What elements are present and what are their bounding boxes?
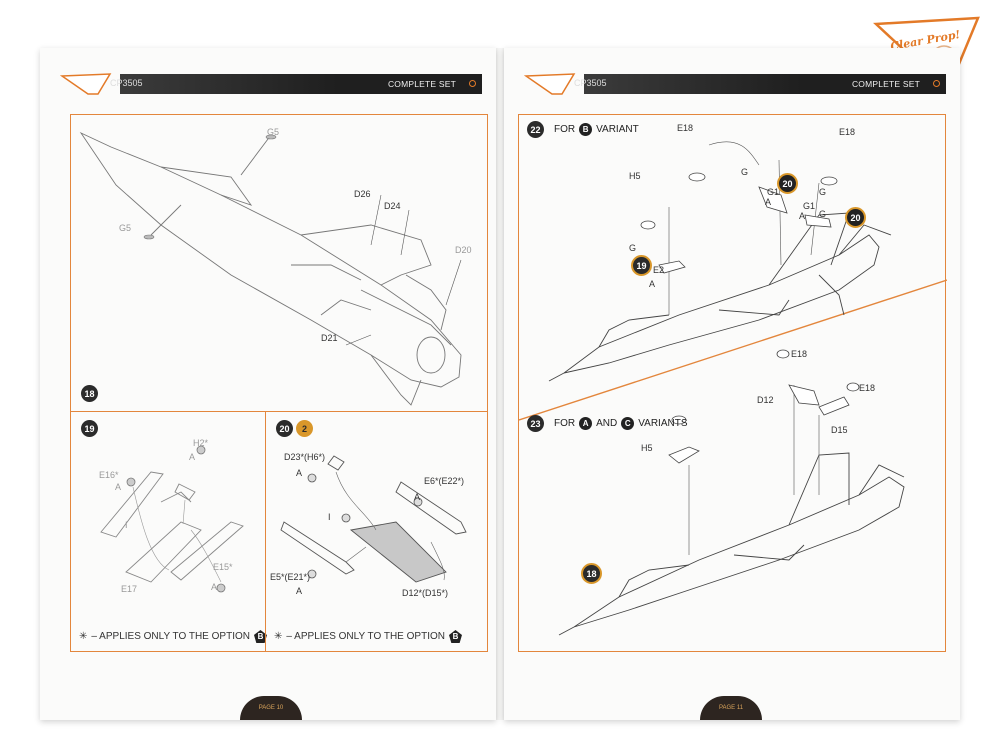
part-label: H5	[641, 443, 653, 453]
ref-step: 18	[581, 563, 602, 584]
part-label: A	[211, 582, 218, 592]
step-number: 19	[81, 420, 98, 437]
left-page: CP3505 COMPLETE SET	[40, 48, 496, 720]
part-label: G	[629, 243, 637, 253]
part-label: A	[296, 468, 303, 478]
part-label: D12	[757, 395, 774, 405]
header-logo-icon	[60, 73, 112, 95]
part-label: I	[125, 520, 128, 530]
part-label: H5	[629, 171, 641, 181]
step-23-heading: 23 FOR A AND C VARIANTS	[527, 415, 688, 432]
part-label: A	[765, 197, 772, 207]
step-number: 23	[527, 415, 544, 432]
header-dot-icon	[469, 80, 476, 87]
part-label: A	[115, 482, 122, 492]
asterisk-icon: ✳	[79, 631, 88, 642]
part-label: D23*(H6*)	[284, 452, 326, 462]
ref-step: 19	[631, 255, 652, 276]
kit-code: CP3505	[574, 78, 607, 88]
ref-step: 20	[845, 207, 866, 228]
page-number: PAGE 11	[700, 696, 762, 720]
header-dot-icon	[933, 80, 940, 87]
kit-code: CP3505	[110, 78, 143, 88]
set-name: COMPLETE SET	[387, 79, 456, 89]
part-label: G	[819, 209, 827, 219]
part-label: A	[799, 211, 806, 221]
part-label: D12*(D15*)	[402, 588, 449, 598]
part-label: E18	[859, 383, 876, 393]
and-label: AND	[596, 418, 618, 429]
part-label: E18	[839, 127, 856, 137]
part-label: E18	[791, 349, 808, 359]
part-label: D15	[831, 425, 848, 435]
variant-label: VARIANT	[596, 124, 639, 135]
set-name: COMPLETE SET	[851, 79, 920, 89]
part-label: E6*(E22*)	[424, 476, 465, 486]
part-label: D21	[321, 333, 338, 343]
step-20-panel: 20 2 D23*(H6*) A E6*(E22*) A I E5*(E21*)…	[265, 411, 488, 652]
for-label: FOR	[554, 418, 576, 429]
part-label: I	[328, 512, 331, 522]
variant-badge: B	[579, 123, 593, 136]
step-number: 18	[81, 385, 98, 402]
ref-step: 20	[777, 173, 798, 194]
step-number: 20	[276, 420, 293, 437]
part-label: G1	[803, 201, 816, 211]
part-label: G5	[267, 127, 280, 137]
step-divider	[519, 279, 947, 421]
part-label: A	[414, 492, 421, 502]
option-badge: B	[253, 630, 267, 643]
step-19-panel: 19 H2* A E16* A I E15* A E17 ✳ – APPLIES…	[70, 411, 267, 652]
part-label: G	[819, 187, 827, 197]
right-page: CP3505 COMPLETE SET	[504, 48, 960, 720]
part-label: H2*	[193, 438, 209, 448]
page-number: PAGE 10	[240, 696, 302, 720]
part-label: A	[649, 279, 656, 289]
part-label: G5	[119, 223, 132, 233]
step-18-panel: G5 G5 D26 D24 D20 D21 18	[70, 114, 488, 412]
variant-badge: A	[579, 417, 593, 430]
variant-label: VARIANTS	[638, 418, 688, 429]
aircraft-fuselage-drawing	[79, 131, 462, 406]
part-label: G1	[767, 187, 780, 197]
steps-22-23-panel: 22 FOR B VARIANT E18 E18 H5 G G G1 A G1 …	[518, 114, 947, 652]
part-label: A	[189, 452, 196, 462]
part-label: E2	[653, 265, 665, 275]
part-label: D20	[455, 245, 472, 255]
pylon-parts-drawing	[280, 455, 467, 583]
step-badge: 2	[296, 420, 313, 437]
asterisk-icon: ✳	[274, 631, 283, 642]
step-22-heading: 22 FOR B VARIANT	[527, 121, 639, 138]
page-header: CP3505 COMPLETE SET	[504, 74, 960, 94]
part-label: A	[296, 586, 303, 596]
wing-parts-drawing	[100, 445, 244, 593]
page-header: CP3505 COMPLETE SET	[40, 74, 496, 94]
note-text: – APPLIES ONLY TO THE OPTION	[286, 631, 445, 642]
option-note: ✳ – APPLIES ONLY TO THE OPTION B	[274, 630, 462, 643]
header-logo-icon	[524, 73, 576, 95]
note-text: – APPLIES ONLY TO THE OPTION	[91, 631, 250, 642]
part-label: E16*	[99, 470, 119, 480]
part-label: G	[741, 167, 749, 177]
part-label: E5*(E21*)	[270, 572, 311, 582]
for-label: FOR	[554, 124, 576, 135]
variant-badge: C	[621, 417, 635, 430]
part-label: D26	[354, 189, 371, 199]
part-label: E17	[121, 584, 138, 594]
part-label: E15*	[213, 562, 233, 572]
option-badge: B	[448, 630, 462, 643]
part-label: E18	[677, 123, 694, 133]
part-label: D24	[384, 201, 401, 211]
step-number: 22	[527, 121, 544, 138]
option-note: ✳ – APPLIES ONLY TO THE OPTION B	[79, 630, 267, 643]
